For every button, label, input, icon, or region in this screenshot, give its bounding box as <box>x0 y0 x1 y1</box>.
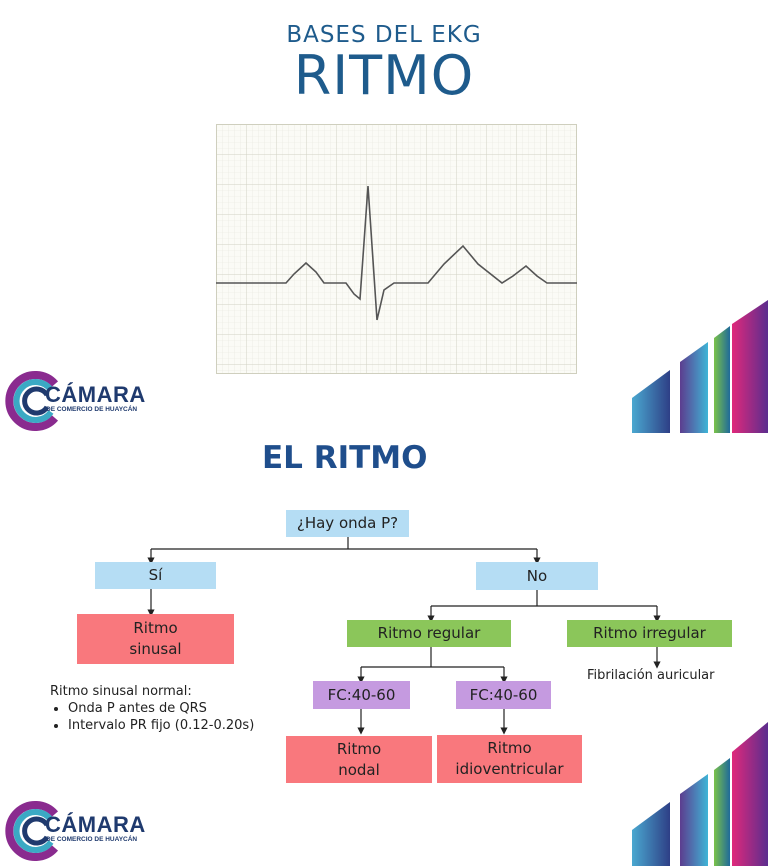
slide-title: RITMO <box>293 44 475 107</box>
node-nodal-line1: Ritmo <box>336 739 382 758</box>
sinus-note-list: Onda P antes de QRS Intervalo PR fijo (0… <box>50 700 254 734</box>
logo-name: CÁMARA <box>45 382 146 407</box>
camara-logo-mark-icon <box>5 371 59 431</box>
sinus-note: Ritmo sinusal normal: Onda P antes de QR… <box>50 683 254 734</box>
decorative-bars-top <box>632 300 768 433</box>
node-nodal-rhythm: Ritmo nodal <box>286 736 432 783</box>
node-hr-nodal: FC:40-60 <box>313 681 410 709</box>
node-no: No <box>476 562 598 590</box>
node-sinus-rhythm: Ritmo sinusal <box>77 614 234 664</box>
decorative-bars-bottom <box>632 722 768 866</box>
node-idio-line2: idioventricular <box>455 760 564 778</box>
sinus-note-bullet: Intervalo PR fijo (0.12-0.20s) <box>68 717 254 734</box>
camara-logo: CÁMARA DE COMERCIO DE HUAYCÁN <box>5 796 145 864</box>
slide-subtitle: BASES DEL EKG <box>286 22 482 48</box>
camara-logo-mark-icon <box>5 801 59 861</box>
node-regular-rhythm: Ritmo regular <box>347 620 511 647</box>
sinus-note-bullet: Onda P antes de QRS <box>68 700 254 717</box>
logo-subtitle: DE COMERCIO DE HUAYCÁN <box>46 406 138 413</box>
node-idio-line1: Ritmo <box>487 739 532 757</box>
sinus-note-heading: Ritmo sinusal normal: <box>50 684 192 699</box>
node-yes: Sí <box>95 562 216 589</box>
node-idioventricular-rhythm: Ritmo idioventricular <box>437 735 582 783</box>
ekg-strip-image <box>216 124 577 374</box>
node-atrial-fibrillation: Fibrilación auricular <box>587 668 715 683</box>
node-sinus-line2: sinusal <box>129 640 182 658</box>
node-p-wave-question: ¿Hay onda P? <box>286 510 409 537</box>
node-nodal-line2: nodal <box>338 760 380 779</box>
node-irregular-rhythm: Ritmo irregular <box>567 620 732 647</box>
section-title: EL RITMO <box>262 440 428 476</box>
ekg-waveform <box>216 185 577 321</box>
node-sinus-line1: Ritmo <box>133 619 178 637</box>
logo-subtitle: DE COMERCIO DE HUAYCÁN <box>46 836 138 843</box>
node-hr-idioventricular: FC:40-60 <box>456 681 551 709</box>
camara-logo: CÁMARA DE COMERCIO DE HUAYCÁN <box>5 366 145 434</box>
logo-name: CÁMARA <box>45 812 146 837</box>
